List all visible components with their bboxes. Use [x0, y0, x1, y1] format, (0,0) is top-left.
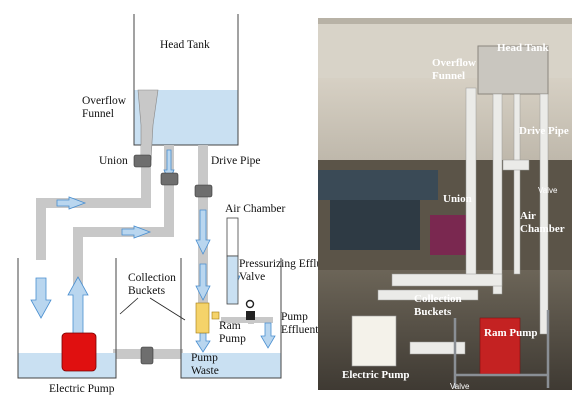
- photo-valve-bottom-label: Valve: [450, 382, 470, 391]
- leader-left: [119, 297, 139, 315]
- electric-pump: [61, 332, 97, 372]
- union-label: Union: [99, 155, 128, 167]
- lab-photo: Head Tank Overflow Funnel Drive Pipe Val…: [318, 18, 572, 391]
- valve-icon: [245, 299, 255, 320]
- drive-pipe-label: Drive Pipe: [211, 155, 261, 167]
- arrow-right-mid: [121, 225, 152, 239]
- arrow-down-drive-3: [195, 263, 211, 301]
- photo-air-chamber-label: Air Chamber: [520, 210, 565, 235]
- union-1: [133, 154, 152, 168]
- arrow-down-drive-2: [195, 209, 211, 255]
- pump-waste-label: Pump Waste: [191, 352, 221, 377]
- arrow-effluent: [260, 322, 276, 349]
- ram-pump: [195, 302, 210, 334]
- photo-drive-pipe-label: Drive Pipe: [519, 125, 569, 137]
- ram-pump-label: Ram Pump: [219, 320, 246, 345]
- leader-right: [149, 297, 186, 321]
- ram-pump-valve: [211, 311, 220, 320]
- pump-effluent-label: Pump Effluent: [281, 311, 319, 336]
- pressurizing-valve-label: Pressurizing Effluent Valve: [239, 258, 339, 283]
- air-chamber-label: Air Chamber: [225, 203, 286, 215]
- arrow-up-center: [67, 276, 89, 336]
- arrow-down-left: [30, 277, 52, 319]
- electric-pump-label: Electric Pump: [49, 383, 115, 395]
- photo-valve-top-label: Valve: [538, 186, 558, 195]
- photo-ram-pump-label: Ram Pump: [484, 327, 537, 339]
- schematic: Head Tank Overflow Funnel: [17, 14, 339, 395]
- overflow-funnel-label: Overflow Funnel: [82, 95, 129, 120]
- photo-overflow-funnel-label: Overflow Funnel: [432, 57, 479, 82]
- photo-union-label: Union: [443, 193, 472, 205]
- photo-electric-pump-label: Electric Pump: [342, 369, 410, 381]
- union-2: [160, 172, 179, 186]
- union-bottom: [140, 346, 154, 365]
- arrow-left-top: [56, 196, 87, 210]
- collection-bucket-right: [180, 258, 282, 379]
- unions: [133, 154, 213, 365]
- union-3: [194, 184, 213, 198]
- arrow-waste: [195, 332, 211, 353]
- flow-arrows: [30, 149, 276, 353]
- head-tank-label: Head Tank: [160, 39, 210, 51]
- collection-buckets-label: Collection Buckets: [128, 272, 179, 297]
- air-chamber: [226, 217, 239, 257]
- photo-collection-buckets-label: Collection Buckets: [414, 293, 464, 318]
- photo-head-tank-label: Head Tank: [497, 42, 550, 54]
